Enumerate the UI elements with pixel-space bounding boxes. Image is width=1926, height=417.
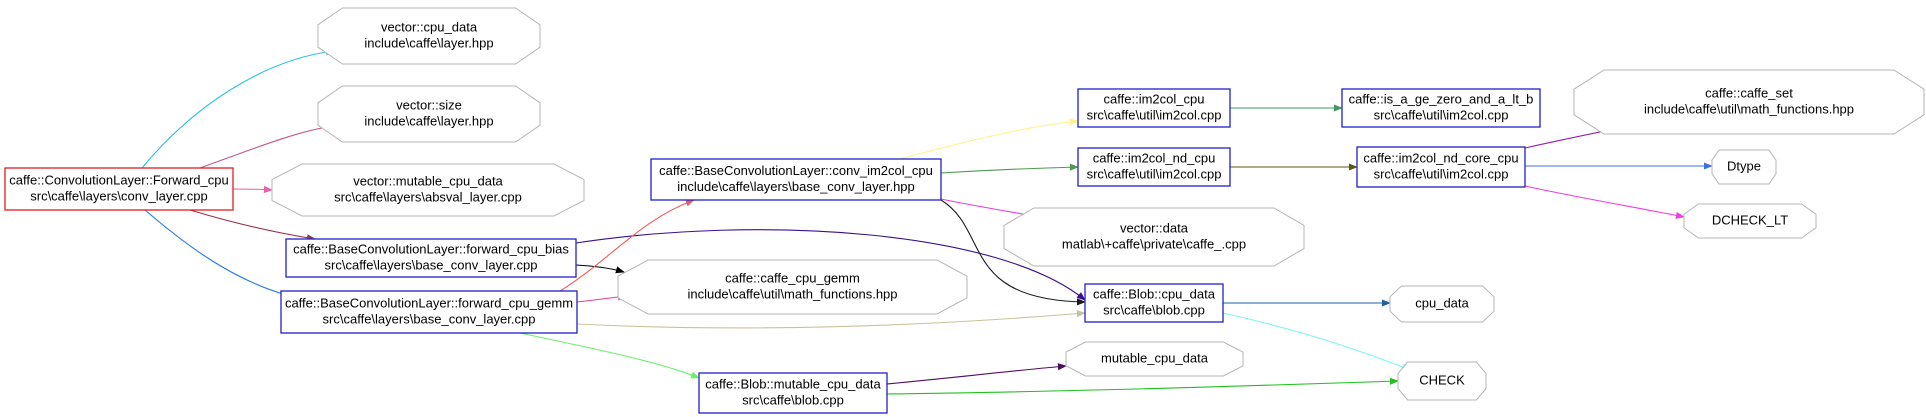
node-function-label: caffe::caffe_cpu_gemm — [725, 270, 860, 285]
node-octagon — [1711, 149, 1777, 185]
node-function-label: caffe::im2col_nd_cpu — [1093, 150, 1216, 165]
node-file-label: src\caffe\layers\absval_layer.cpp — [334, 189, 522, 204]
node-file-label: include\caffe\layer.hpp — [364, 35, 493, 50]
node-v-mutable[interactable]: vector::mutable_cpu_datasrc\caffe\layers… — [271, 163, 585, 217]
node-box — [1341, 88, 1541, 128]
node-function-label: vector::mutable_cpu_data — [353, 173, 503, 188]
node-is-a-ge[interactable]: caffe::is_a_ge_zero_and_a_lt_bsrc\caffe\… — [1341, 88, 1541, 128]
node-file-label: include\caffe\util\math_functions.hpp — [687, 286, 897, 301]
node-cpu-gemm[interactable]: caffe::caffe_cpu_gemminclude\caffe\util\… — [617, 259, 968, 315]
node-box — [1084, 283, 1224, 323]
node-im2col-cpu[interactable]: caffe::im2col_cpusrc\caffe\util\im2col.c… — [1077, 88, 1231, 128]
node-file-label: src\caffe\layers\base_conv_layer.cpp — [323, 311, 536, 326]
node-function-label: vector::cpu_data — [381, 19, 478, 34]
node-dcheck[interactable]: DCHECK_LT — [1683, 203, 1817, 239]
edge-conv-im2col-to-im2col-nd — [940, 163, 1079, 174]
node-function-label: caffe::Blob::cpu_data — [1093, 286, 1216, 301]
node-function-label: caffe::BaseConvolutionLayer::forward_cpu… — [285, 295, 573, 310]
node-file-label: src\caffe\layers\base_conv_layer.cpp — [325, 257, 538, 272]
node-mutable-blob[interactable]: caffe::Blob::mutable_cpu_datasrc\caffe\b… — [698, 372, 888, 414]
nodes-layer: caffe::ConvolutionLayer::Forward_cpusrc\… — [4, 7, 1925, 414]
node-function-label: DCHECK_LT — [1712, 212, 1788, 227]
node-function-label: caffe::BaseConvolutionLayer::conv_im2col… — [659, 163, 933, 178]
node-octagon — [1065, 341, 1244, 377]
node-dtype[interactable]: Dtype — [1711, 149, 1777, 185]
edge-forward-cpu-to-v-cpu-data — [141, 48, 335, 169]
node-im2col-nd-core[interactable]: caffe::im2col_nd_core_cpusrc\caffe\util\… — [1356, 146, 1526, 188]
node-function-label: caffe::caffe_set — [1705, 85, 1793, 100]
node-function-label: vector::size — [396, 97, 462, 112]
node-file-label: src\caffe\util\im2col.cpp — [1087, 107, 1222, 122]
node-mutable-cpu[interactable]: mutable_cpu_data — [1065, 341, 1244, 377]
node-box — [1077, 88, 1231, 128]
node-file-label: include\caffe\layers\base_conv_layer.hpp — [677, 179, 915, 194]
node-octagon — [1573, 69, 1925, 135]
node-im2col-nd[interactable]: caffe::im2col_nd_cpusrc\caffe\util\im2co… — [1077, 147, 1231, 187]
edge-conv-im2col-to-blob-cpu — [940, 199, 1086, 306]
edge-fwd-bias-to-blob-cpu — [575, 229, 1086, 301]
node-fwd-bias[interactable]: caffe::BaseConvolutionLayer::forward_cpu… — [285, 238, 577, 278]
edge-im2col-nd-core-to-dcheck — [1524, 185, 1685, 219]
node-octagon — [1003, 207, 1305, 267]
node-check[interactable]: CHECK — [1397, 361, 1487, 401]
node-octagon — [617, 259, 968, 315]
node-box — [4, 167, 234, 211]
node-box — [1356, 146, 1526, 188]
edge-conv-im2col-to-vector-data — [940, 198, 1035, 219]
node-octagon — [1683, 203, 1817, 239]
edge-fwd-gemm-to-mutable-blob — [519, 332, 700, 379]
node-box — [1077, 147, 1231, 187]
edge-mutable-blob-to-mutable-cpu — [886, 363, 1067, 385]
edge-conv-im2col-to-im2col-cpu — [899, 118, 1079, 160]
node-file-label: include\caffe\util\math_functions.hpp — [1644, 101, 1854, 116]
node-octagon — [317, 85, 541, 143]
node-function-label: cpu_data — [1415, 295, 1469, 310]
edge-fwd-gemm-to-blob-cpu — [576, 310, 1086, 329]
node-cpu-data[interactable]: cpu_data — [1389, 285, 1495, 323]
node-function-label: CHECK — [1419, 372, 1465, 387]
node-box — [650, 158, 942, 201]
node-file-label: src\caffe\util\im2col.cpp — [1374, 107, 1509, 122]
node-file-label: src\caffe\blob.cpp — [1103, 302, 1205, 317]
node-octagon — [317, 7, 541, 65]
node-vector-data[interactable]: vector::datamatlab\+caffe\private\caffe_… — [1003, 207, 1305, 267]
edge-mutable-blob-to-check — [886, 377, 1399, 395]
node-function-label: vector::data — [1120, 220, 1189, 235]
node-file-label: src\caffe\layers\conv_layer.cpp — [30, 188, 208, 203]
edge-forward-cpu-to-fwd-bias — [189, 209, 316, 242]
edge-fwd-gemm-to-conv-im2col — [559, 199, 695, 292]
node-conv-im2col[interactable]: caffe::BaseConvolutionLayer::conv_im2col… — [650, 158, 942, 201]
node-function-label: caffe::is_a_ge_zero_and_a_lt_b — [1349, 91, 1534, 106]
node-fwd-gemm[interactable]: caffe::BaseConvolutionLayer::forward_cpu… — [280, 290, 578, 334]
node-file-label: matlab\+caffe\private\caffe_.cpp — [1062, 236, 1246, 251]
edge-forward-cpu-to-v-mutable — [232, 185, 273, 194]
node-function-label: caffe::BaseConvolutionLayer::forward_cpu… — [293, 241, 569, 256]
node-file-label: src\caffe\util\im2col.cpp — [1087, 166, 1222, 181]
edge-forward-cpu-to-fwd-gemm — [144, 209, 291, 298]
node-octagon — [271, 163, 585, 217]
node-file-label: include\caffe\layer.hpp — [364, 113, 493, 128]
edge-blob-cpu-to-check — [1222, 312, 1411, 371]
node-octagon — [1397, 361, 1487, 401]
edge-fwd-bias-to-cpu-gemm — [575, 264, 625, 274]
node-function-label: caffe::im2col_nd_core_cpu — [1363, 150, 1518, 165]
node-box — [280, 290, 578, 334]
node-function-label: mutable_cpu_data — [1101, 350, 1209, 365]
node-function-label: caffe::Blob::mutable_cpu_data — [705, 376, 881, 391]
node-caffe-set[interactable]: caffe::caffe_setinclude\caffe\util\math_… — [1573, 69, 1925, 135]
node-forward-cpu[interactable]: caffe::ConvolutionLayer::Forward_cpusrc\… — [4, 167, 234, 211]
node-file-label: src\caffe\util\im2col.cpp — [1374, 166, 1509, 181]
node-octagon — [1389, 285, 1495, 323]
node-box — [698, 372, 888, 414]
node-file-label: src\caffe\blob.cpp — [742, 392, 844, 407]
node-box — [285, 238, 577, 278]
node-function-label: Dtype — [1727, 158, 1761, 173]
node-function-label: caffe::im2col_cpu — [1104, 91, 1205, 106]
edge-forward-cpu-to-v-size — [199, 123, 335, 169]
node-function-label: caffe::ConvolutionLayer::Forward_cpu — [9, 172, 228, 187]
